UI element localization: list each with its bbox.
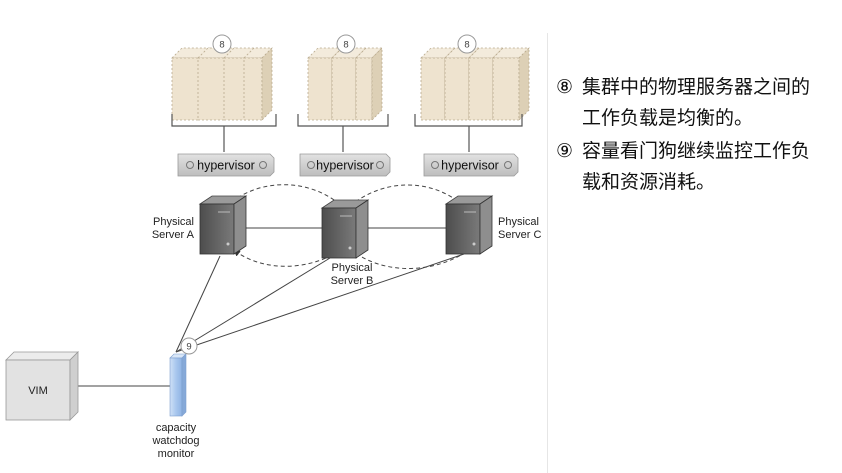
monitor-links bbox=[70, 253, 465, 387]
vim-label: VIM bbox=[28, 385, 48, 397]
note-9: ⑨ 容量看门狗继续监控工作负载和资源消耗。 bbox=[556, 136, 826, 198]
svg-text:hypervisor: hypervisor bbox=[197, 159, 255, 173]
hypervisor-b: hypervisor bbox=[299, 153, 391, 177]
server-c-label-2: Server C bbox=[498, 229, 541, 241]
arc-a-to-b-top bbox=[231, 184, 345, 209]
arc-c-to-b-bottom bbox=[353, 251, 467, 269]
monitor-label-1: capacity bbox=[156, 422, 197, 434]
workload-badge-b bbox=[336, 34, 356, 54]
workload-badge-c bbox=[457, 34, 477, 54]
note-9-mark: ⑨ bbox=[556, 140, 574, 162]
workload-badge-a bbox=[212, 34, 232, 54]
vm-cluster-b: 8 bbox=[307, 34, 383, 121]
server-a-label-1: Physical bbox=[153, 216, 194, 228]
server-c-label-1: Physical bbox=[498, 216, 539, 228]
svg-text:8: 8 bbox=[219, 40, 224, 51]
svg-text:8: 8 bbox=[343, 40, 348, 51]
svg-text:hypervisor: hypervisor bbox=[441, 159, 499, 173]
vim-box: VIM bbox=[5, 351, 79, 421]
server-a bbox=[198, 195, 248, 255]
svg-text:8: 8 bbox=[464, 40, 469, 51]
hypervisor-c: hypervisor bbox=[423, 153, 519, 177]
vm-cluster-a: 8 bbox=[171, 34, 273, 121]
arc-b-to-a-bottom bbox=[233, 247, 345, 267]
capacity-watchdog-monitor bbox=[169, 353, 187, 417]
monitor-badge bbox=[180, 337, 198, 355]
server-b bbox=[320, 199, 370, 259]
cluster-brackets bbox=[171, 114, 523, 152]
server-b-label-2: Server B bbox=[331, 275, 374, 287]
server-c bbox=[444, 195, 494, 255]
migration-arcs bbox=[231, 184, 467, 269]
vm-cluster-c: 8 bbox=[420, 34, 530, 121]
svg-text:hypervisor: hypervisor bbox=[316, 159, 374, 173]
monitor-label-3: monitor bbox=[158, 448, 195, 460]
monitor-label-2: watchdog bbox=[151, 435, 199, 447]
arc-b-to-c-top bbox=[349, 184, 465, 207]
note-8-mark: ⑧ bbox=[556, 76, 574, 98]
note-8-text: 集群中的物理服务器之间的工作负载是均衡的。 bbox=[582, 76, 811, 129]
server-b-label-1: Physical bbox=[332, 262, 373, 274]
svg-text:9: 9 bbox=[186, 342, 191, 353]
hypervisor-a: hypervisor bbox=[177, 153, 275, 177]
note-9-text: 容量看门狗继续监控工作负载和资源消耗。 bbox=[582, 140, 811, 193]
note-8: ⑧ 集群中的物理服务器之间的工作负载是均衡的。 bbox=[556, 72, 826, 134]
notes-panel: ⑧ 集群中的物理服务器之间的工作负载是均衡的。 ⑨ 容量看门狗继续监控工作负载和… bbox=[556, 72, 826, 200]
server-a-label-2: Server A bbox=[152, 229, 195, 241]
divider bbox=[547, 33, 548, 473]
